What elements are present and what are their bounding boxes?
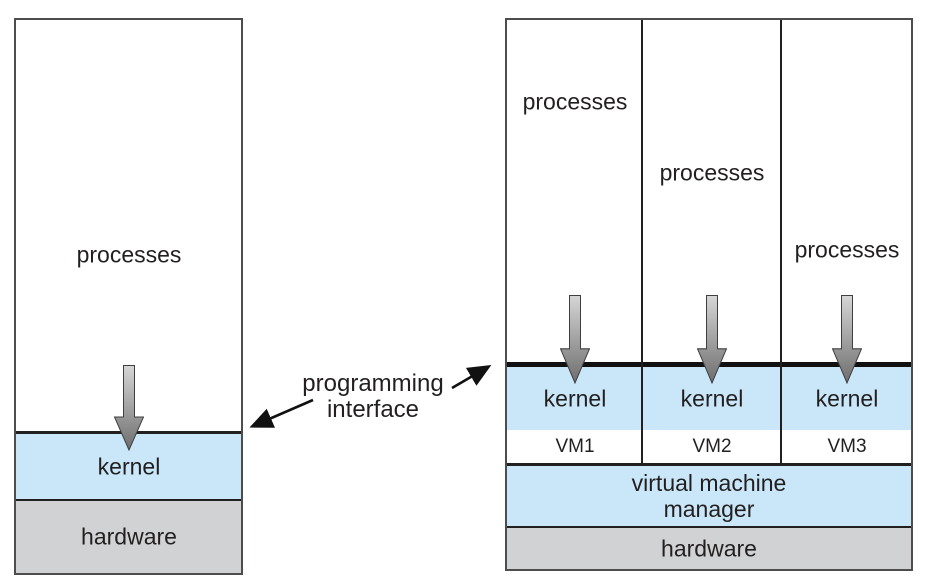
vm3-processes-label: processes	[794, 236, 900, 263]
vmm-band	[507, 466, 911, 526]
vmm-label-line2: manager	[663, 496, 755, 522]
programming-interface-annotation: programming interface	[283, 371, 463, 423]
vm2-label: VM2	[692, 436, 732, 457]
left-kernel-label: kernel	[97, 453, 161, 480]
down-arrow-icon	[114, 365, 144, 451]
left-processes-label: processes	[76, 241, 182, 268]
vm1-kernel-label: kernel	[543, 385, 607, 412]
column-divider	[780, 20, 782, 466]
vm2-kernel-label: kernel	[680, 385, 744, 412]
left-hardware-label: hardware	[81, 523, 177, 550]
vm-row	[507, 430, 911, 466]
annotation-line1: programming	[302, 370, 444, 397]
vmm-label: virtual machine manager	[632, 470, 787, 522]
nonvirtual-machine-box: processes kernel hardware	[14, 18, 243, 575]
vmm-label-line1: virtual machine	[631, 470, 787, 496]
vm3-kernel-label: kernel	[815, 385, 879, 412]
annotation-line2: interface	[326, 396, 420, 423]
down-arrow-icon	[560, 295, 590, 384]
vm1-label: VM1	[555, 436, 595, 457]
right-hardware-band	[507, 526, 911, 569]
column-divider	[641, 20, 643, 466]
left-hardware-band	[16, 501, 241, 573]
vm3-label: VM3	[827, 436, 867, 457]
vm1-processes-label: processes	[522, 88, 628, 115]
vm2-processes-label: processes	[659, 159, 765, 186]
down-arrow-icon	[832, 295, 862, 384]
down-arrow-icon	[697, 295, 727, 384]
virtual-machine-box: processes processes processes kernel ker…	[505, 18, 913, 571]
right-hardware-label: hardware	[661, 535, 757, 562]
